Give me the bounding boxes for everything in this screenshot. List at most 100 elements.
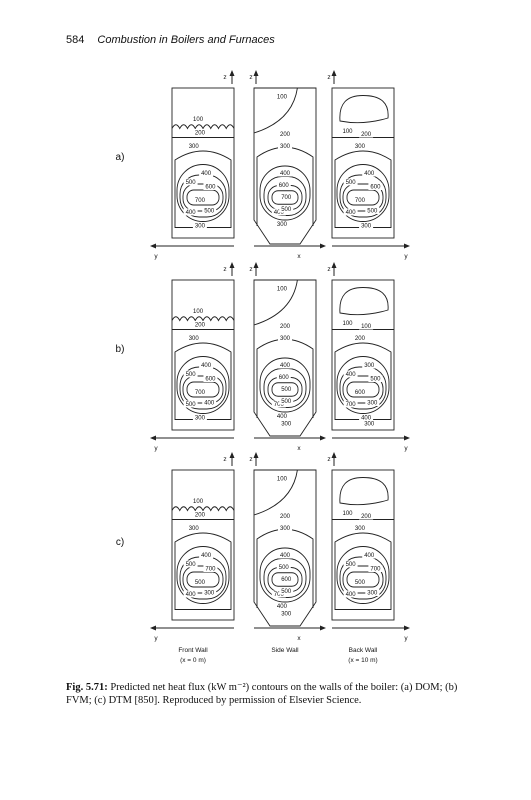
back-contour-label-bg-1-5 bbox=[343, 178, 358, 186]
side-contour-label-bg-1-3 bbox=[278, 142, 292, 150]
z-axis-arrowhead-back-3 bbox=[331, 452, 337, 458]
front-contour-label-2-9: 400 bbox=[204, 401, 215, 407]
side-contour-label-bg-3-4 bbox=[278, 551, 292, 559]
front-contour-label-1-3: 300 bbox=[189, 144, 200, 150]
back-contour-label-3-9: 300 bbox=[367, 591, 378, 597]
front-contour-label-1-6: 600 bbox=[205, 185, 216, 191]
side-contour-label-bg-3-2 bbox=[278, 512, 292, 520]
back-contour-label-bg-2-7 bbox=[352, 388, 367, 396]
y-axis-arrowhead-back-2 bbox=[404, 435, 410, 441]
front-contour-oval-4 bbox=[186, 189, 220, 206]
front-contour-label-2-2: 200 bbox=[195, 323, 206, 329]
side-contour-label-bg-3-1 bbox=[274, 475, 289, 482]
figure-caption: Fig. 5.71: Predicted net heat flux (kW m… bbox=[66, 682, 476, 707]
back-contour-label-1-7: 700 bbox=[355, 198, 366, 204]
front-contour-label-3-6: 700 bbox=[205, 567, 216, 573]
side-contour-label-bg-3-3 bbox=[278, 524, 292, 532]
back-contour-label-bg-3-1 bbox=[340, 509, 355, 517]
side-contour-label-2-7: 700 bbox=[274, 402, 285, 408]
side-contour-label-2-5: 600 bbox=[279, 375, 290, 381]
side-wall-outline bbox=[253, 87, 317, 245]
back-contour-label-2-3: 200 bbox=[355, 336, 366, 342]
front-contour-label-bg-3-4 bbox=[199, 551, 214, 559]
front-contour-label-3-8: 400 bbox=[186, 592, 197, 598]
front-contour-label-3-2: 200 bbox=[195, 513, 206, 519]
z-axis-label-side-1: z bbox=[249, 74, 252, 81]
front-wall-outline bbox=[171, 469, 235, 621]
side-contour-label-bg-2-3 bbox=[278, 334, 292, 342]
side-contour-label-bg-1-9 bbox=[274, 220, 289, 228]
y-axis-label-front-2: y bbox=[154, 445, 158, 452]
side-contour-label-bg-2-7 bbox=[271, 400, 286, 408]
side-contour-label-1-3: 300 bbox=[280, 144, 291, 150]
y-axis-arrowhead-front-1 bbox=[150, 243, 156, 249]
z-axis-label-front-1: z bbox=[223, 74, 226, 81]
front-contour-label-bg-3-1 bbox=[191, 497, 206, 505]
side-contour-label-bg-1-2 bbox=[278, 130, 292, 138]
front-contour-label-bg-1-1 bbox=[191, 115, 206, 123]
side-contour-label-bg-1-1 bbox=[274, 93, 289, 100]
side-wall-outline bbox=[253, 469, 317, 627]
back-contour-label-bg-2-9 bbox=[365, 399, 380, 406]
back-contour-300 bbox=[334, 532, 392, 610]
z-axis-label-back-3: z bbox=[327, 456, 330, 463]
side-contour-label-bg-2-2 bbox=[278, 322, 292, 330]
front-contour-label-bg-3-6 bbox=[203, 565, 218, 572]
front-contour-label-bg-2-3 bbox=[186, 334, 201, 342]
running-title: Combustion in Boilers and Furnaces bbox=[97, 34, 275, 46]
z-axis-arrowhead-side-3 bbox=[253, 452, 259, 458]
side-contour-label-2-1: 100 bbox=[277, 287, 288, 293]
side-wall-outline bbox=[253, 279, 317, 437]
back-contour-label-3-4: 400 bbox=[364, 553, 375, 559]
side-contour-label-3-2: 200 bbox=[280, 514, 291, 520]
front-contour-label-2-7: 700 bbox=[195, 390, 206, 396]
back-contour-label-3-7: 500 bbox=[355, 580, 366, 586]
back-wall-outline bbox=[331, 469, 395, 621]
z-axis-label-side-3: z bbox=[249, 456, 252, 463]
side-contour-label-3-10: 300 bbox=[281, 612, 292, 618]
side-contour-label-bg-2-8 bbox=[279, 397, 294, 405]
back-contour-label-1-5: 500 bbox=[346, 180, 357, 186]
front-contour-label-bg-3-9 bbox=[202, 589, 217, 596]
z-axis-label-front-3: z bbox=[223, 456, 226, 463]
back-contour-label-bg-3-5 bbox=[343, 560, 358, 568]
front-contour-oval-4 bbox=[186, 381, 220, 398]
front-contour-oval-1 bbox=[176, 356, 230, 414]
front-contour-label-bg-2-7 bbox=[192, 388, 207, 396]
front-contour-label-1-7: 700 bbox=[195, 198, 206, 204]
front-wall-label: Front Wall bbox=[178, 647, 208, 654]
front-contour-label-bg-2-1 bbox=[191, 307, 206, 315]
x-axis-label-side-2: x bbox=[297, 445, 301, 452]
back-contour-oval-3 bbox=[342, 183, 384, 212]
z-axis-arrowhead-back-2 bbox=[331, 262, 337, 268]
back-contour-label-bg-3-7 bbox=[352, 578, 367, 586]
row-label-3: c) bbox=[116, 537, 124, 548]
front-contour-300 bbox=[174, 342, 232, 420]
back-contour-label-1-6: 600 bbox=[370, 185, 381, 191]
side-contour-label-1-5: 600 bbox=[279, 183, 290, 189]
z-axis-arrowhead-side-2 bbox=[253, 262, 259, 268]
running-header: 584 Combustion in Boilers and Furnaces bbox=[66, 34, 275, 46]
side-contour-label-bg-1-6 bbox=[279, 193, 294, 201]
back-contour-label-bg-3-3 bbox=[352, 524, 367, 532]
back-wall-outline bbox=[331, 279, 395, 431]
x-axis-arrowhead-side-2 bbox=[320, 435, 326, 441]
z-axis-arrowhead-back-1 bbox=[331, 70, 337, 76]
row-label-1: a) bbox=[116, 152, 125, 163]
front-contour-label-2-1: 100 bbox=[193, 309, 204, 315]
front-contour-label-bg-2-5 bbox=[183, 370, 198, 378]
back-contour-label-2-7: 600 bbox=[355, 390, 366, 396]
y-axis-arrowhead-back-3 bbox=[404, 625, 410, 631]
side-contour-oval-4 bbox=[271, 190, 299, 205]
front-contour-label-bg-1-9 bbox=[202, 207, 217, 214]
back-contour-label-bg-2-4 bbox=[362, 361, 377, 369]
side-contour-label-3-5: 500 bbox=[279, 565, 290, 571]
back-contour-label-1-2: 200 bbox=[361, 132, 372, 138]
front-contour-label-bg-3-2 bbox=[192, 511, 207, 518]
x-axis-label-side-1: x bbox=[297, 253, 301, 260]
side-contour-label-1-2: 200 bbox=[280, 132, 291, 138]
